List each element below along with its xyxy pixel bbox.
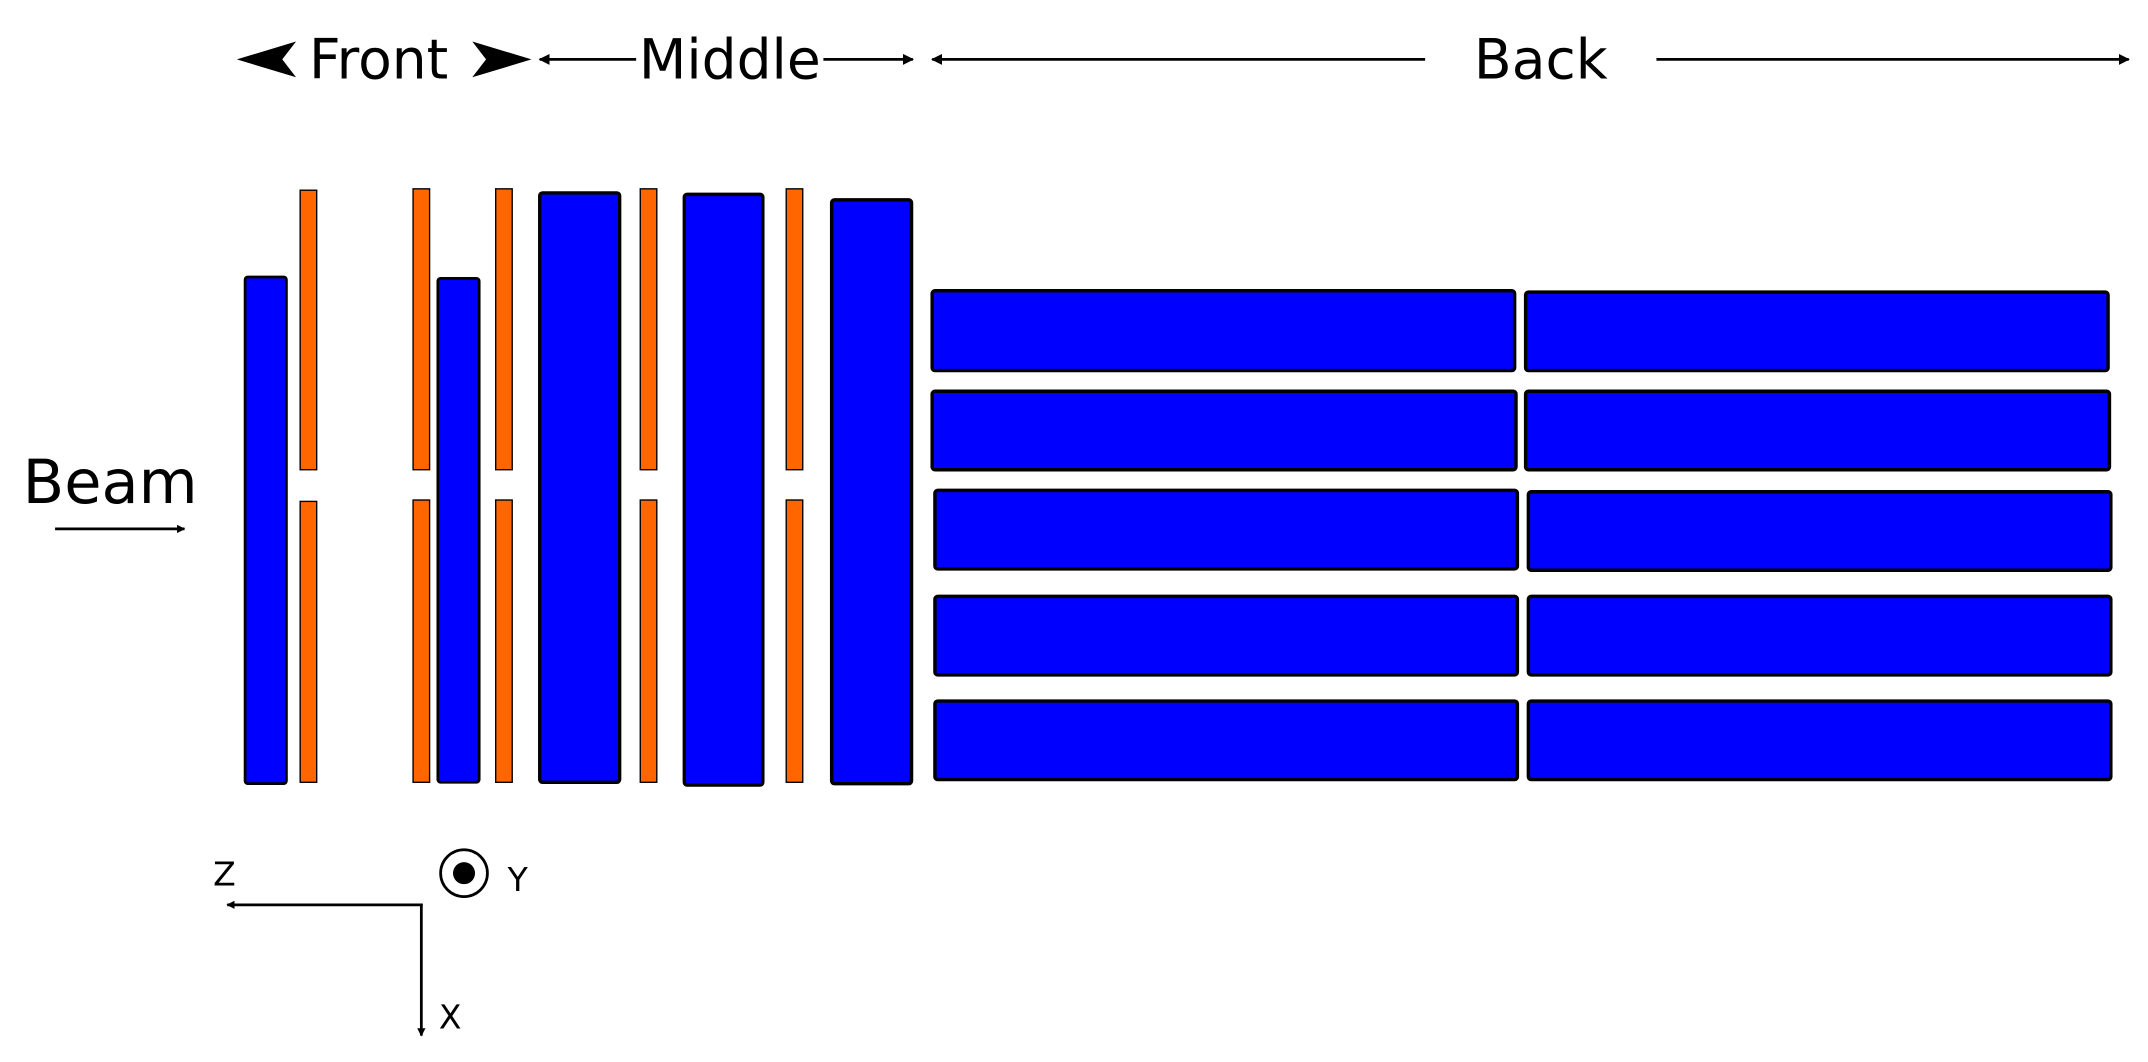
front-label: Front [309, 28, 448, 92]
back-section [930, 289, 2113, 782]
back-calorimeter-bar [933, 699, 1520, 782]
middle-calorimeter-block [538, 191, 622, 785]
back-span: Back [931, 28, 2130, 92]
back-calorimeter-bar [933, 594, 1520, 677]
back-calorimeter-bar [1523, 290, 2110, 373]
beam-indicator: Beam [23, 448, 198, 534]
middle-section [538, 188, 914, 787]
middle-label: Middle [639, 28, 821, 92]
back-calorimeter-bar [933, 488, 1520, 571]
back-label: Back [1474, 28, 1608, 92]
tracker-plane [412, 499, 431, 783]
tracker-plane [299, 500, 318, 783]
section-header: Front Middle Back [236, 28, 2130, 92]
y-axis-label: Y [507, 860, 529, 899]
middle-span: Middle [538, 28, 915, 92]
back-calorimeter-bar [930, 289, 1517, 373]
tracker-plane [495, 188, 513, 471]
tracker-plane [785, 188, 804, 471]
tracker-plane [495, 499, 513, 783]
middle-calorimeter-block [829, 198, 914, 786]
tracker-plane [639, 188, 658, 471]
x-axis-label: X [439, 998, 462, 1037]
back-calorimeter-bar [1526, 594, 2113, 677]
back-calorimeter-bar [1523, 389, 2112, 472]
coordinate-axes: Z X Y [213, 848, 529, 1037]
tracker-plane [299, 189, 318, 471]
front-calorimeter-block [243, 275, 288, 786]
y-axis-out-of-page-icon [439, 848, 489, 898]
tracker-plane [785, 499, 804, 783]
tracker-plane [639, 499, 658, 783]
back-calorimeter-bar [1526, 699, 2113, 782]
z-axis-label: Z [213, 855, 236, 894]
beam-label: Beam [23, 448, 198, 518]
tracker-plane [412, 188, 431, 471]
front-span: Front [236, 28, 532, 92]
front-right-arrowhead [472, 41, 532, 78]
front-left-arrowhead [236, 41, 297, 78]
front-calorimeter-block [436, 276, 481, 784]
back-calorimeter-bar [930, 389, 1518, 472]
back-calorimeter-bar [1526, 490, 2113, 572]
middle-calorimeter-block [682, 192, 765, 787]
front-section [243, 188, 513, 786]
